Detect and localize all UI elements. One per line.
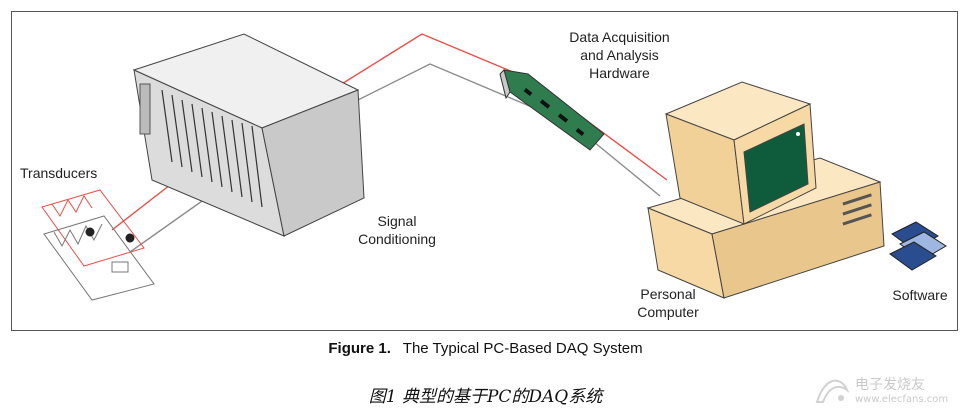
pc-drive-bays xyxy=(842,193,872,226)
transducer-sensor-2 xyxy=(125,233,135,243)
elecfans-watermark: 电子发烧友 www.elecfans.com xyxy=(811,372,961,412)
signal-conditioning-chassis xyxy=(132,33,365,237)
monitor-screen-icon xyxy=(743,123,809,213)
daq-card-chips xyxy=(523,87,585,137)
figure-caption-number: Figure 1. xyxy=(328,340,391,357)
chassis-slots xyxy=(161,89,263,208)
ground-cable-gray xyxy=(333,63,661,197)
diskette-front xyxy=(889,241,937,271)
figure-caption: Figure 1. The Typical PC-Based DAQ Syste… xyxy=(0,340,971,357)
daq-card xyxy=(499,69,605,151)
monitor-screen-dot xyxy=(796,132,800,136)
figure-frame: Transducers Signal Conditioning Data Acq… xyxy=(11,11,958,331)
label-transducers: Transducers xyxy=(20,165,98,181)
daq-card-edge xyxy=(499,69,511,100)
transducer-block xyxy=(111,261,129,273)
label-signal-conditioning: Signal Conditioning xyxy=(358,213,436,247)
transducer-board-gray xyxy=(43,215,155,301)
personal-computer xyxy=(646,81,885,299)
transducer-leads-red xyxy=(51,195,93,217)
watermark-text: 电子发烧友 xyxy=(855,377,925,393)
transducer-board-red xyxy=(41,189,145,267)
transducers-group xyxy=(41,189,155,301)
label-software: Software xyxy=(892,287,948,303)
label-personal-computer: Personal Computer xyxy=(637,286,699,320)
transducer-sensor-1 xyxy=(85,227,95,237)
pc-case-side xyxy=(711,181,885,299)
transducer-leads-gray xyxy=(53,223,103,248)
watermark-logo-icon xyxy=(815,379,850,403)
chassis-side xyxy=(261,89,365,237)
daq-system-diagram xyxy=(41,33,947,301)
daq-card-board xyxy=(503,69,605,151)
chassis-handle xyxy=(139,83,151,135)
label-daq-hardware: Data Acquisition and Analysis Hardware xyxy=(569,29,670,81)
chinese-caption: 图1 典型的基于PC的DAQ系统 xyxy=(368,387,603,407)
ground-cable-gray-transducer xyxy=(129,193,213,253)
watermark-url: www.elecfans.com xyxy=(855,394,949,405)
figure-caption-text: The Typical PC-Based DAQ System xyxy=(402,340,643,357)
software-diskettes xyxy=(889,221,947,271)
